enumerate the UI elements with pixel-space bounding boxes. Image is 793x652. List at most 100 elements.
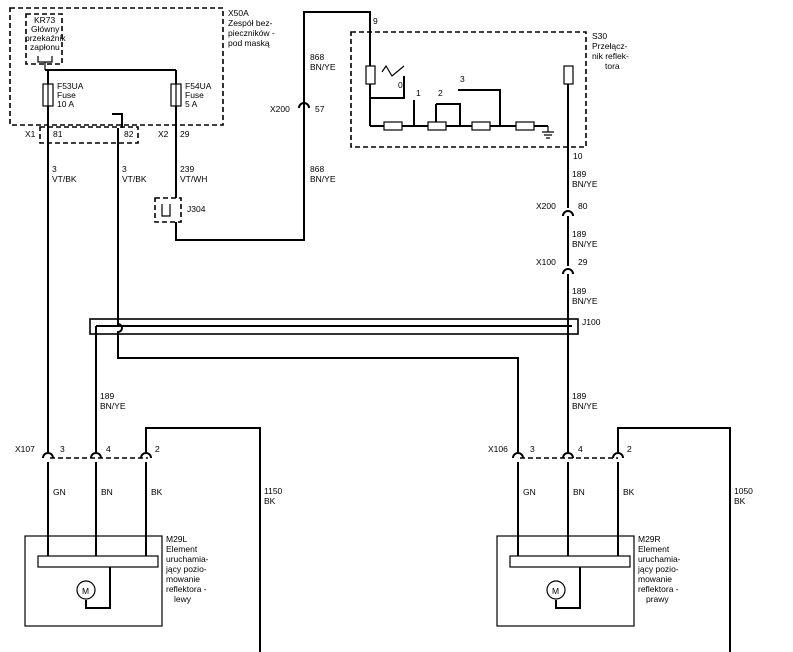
s30-id: S30 — [592, 31, 607, 41]
f53ua-rating: 10 A — [57, 99, 74, 109]
wire-1050-color: BK — [734, 496, 746, 506]
f54ua-id: F54UA — [185, 81, 212, 91]
s30-pos-3: 3 — [460, 74, 465, 84]
x200-right-connector — [562, 210, 574, 217]
m29r-motor-icon — [546, 580, 566, 600]
m29r-name-2: uruchamia- — [638, 554, 681, 564]
m29r-actuator — [496, 535, 635, 627]
s30-ground-icon — [542, 126, 554, 139]
j100-label: J100 — [582, 317, 601, 327]
kr73-contact-symbol — [37, 56, 53, 70]
wire-1150-ground — [145, 427, 261, 652]
x106-pin-3: 3 — [530, 444, 535, 454]
wire-1050-circuit: 1050 — [734, 486, 753, 496]
s30-input-resistor — [365, 65, 376, 85]
m29l-name-2: uruchamia- — [166, 554, 209, 564]
m29l-motor-icon — [76, 580, 96, 600]
x2-pin-29: 29 — [180, 129, 190, 139]
m29l-name-5: reflektora - — [166, 584, 207, 594]
wire-868-bottom-color: BN/YE — [310, 174, 336, 184]
wire-189-b-color: BN/YE — [572, 239, 598, 249]
x50a-module-border — [9, 7, 224, 126]
s30-pos-0: 0 — [398, 80, 403, 90]
x50a-name-1: Zespół bez- — [228, 18, 273, 28]
m29l-name-6: lewy — [174, 594, 192, 604]
right-wire-gn: GN — [523, 487, 536, 497]
wire-189-right-color: BN/YE — [572, 401, 598, 411]
x1-connector-pins-box — [39, 126, 139, 144]
x50a-name-3: pod maską — [228, 38, 270, 48]
x200-left-connector — [298, 102, 310, 109]
m29l-name-4: mowanie — [166, 574, 200, 584]
s30-taps — [413, 89, 501, 126]
wire-239-color: VT/WH — [180, 174, 207, 184]
j304-splice — [154, 197, 182, 223]
x107-pin-2: 2 — [155, 444, 160, 454]
m29r-name-3: jący pozio- — [637, 564, 679, 574]
wire-3-right-color: VT/BK — [122, 174, 147, 184]
x200-left-label: X200 — [270, 104, 290, 114]
s30-name-1: Przełącz- — [592, 41, 628, 51]
x107-pin-3: 3 — [60, 444, 65, 454]
kr73-id: KR73 — [34, 15, 56, 25]
wire-868 — [303, 11, 371, 112]
wire-189-b-circuit: 189 — [572, 229, 586, 239]
x106-pin-2: 2 — [627, 444, 632, 454]
x107-label: X107 — [15, 444, 35, 454]
x200-left-pin: 57 — [315, 104, 325, 114]
x2-label: X2 — [158, 129, 169, 139]
f54ua-rating: 5 A — [185, 99, 198, 109]
s30-name-3: tora — [605, 61, 620, 71]
x100-pin: 29 — [578, 257, 588, 267]
m29l-actuator — [24, 535, 163, 627]
s30-pin-9: 9 — [373, 16, 378, 26]
wire-3-right-circuit: 3 — [122, 164, 127, 174]
x107-pin-4: 4 — [106, 444, 111, 454]
wire-189-left-circuit: 189 — [100, 391, 114, 401]
m29l-name-3: jący pozio- — [165, 564, 207, 574]
left-wire-gn: GN — [53, 487, 66, 497]
m29r-name-4: mowanie — [638, 574, 672, 584]
s30-pos-2: 2 — [438, 88, 443, 98]
x50a-id: X50A — [228, 8, 249, 18]
right-wire-bk: BK — [623, 487, 635, 497]
m29l-motor-label: M — [82, 586, 89, 596]
x1-internal-jumper — [47, 106, 123, 128]
x1-pin-82: 82 — [124, 129, 134, 139]
j304-label: J304 — [187, 204, 206, 214]
wire-189-a-circuit: 189 — [572, 169, 586, 179]
x50a-name-2: pieczników - — [228, 28, 275, 38]
wire-868-bottom-circuit: 868 — [310, 164, 324, 174]
s30-name-2: nik reflek- — [592, 51, 629, 61]
kr73-name-3: zapłonu — [30, 42, 60, 52]
m29r-name-5: reflektora - — [638, 584, 679, 594]
f54ua-type: Fuse — [185, 90, 204, 100]
x100-label: X100 — [536, 257, 556, 267]
kr73-name-1: Główny — [31, 24, 60, 34]
s30-output-resistor — [563, 65, 574, 85]
m29r-name-6: prawy — [646, 594, 669, 604]
m29r-motor-label: M — [552, 586, 559, 596]
f53ua-type: Fuse — [57, 90, 76, 100]
wire-189-c-circuit: 189 — [572, 286, 586, 296]
wire-1150-circuit: 1150 — [264, 486, 283, 496]
wire-3-right — [117, 128, 519, 452]
wire-868-top-color: BN/YE — [310, 62, 336, 72]
right-wire-bn: BN — [573, 487, 585, 497]
s30-switch-border — [350, 31, 587, 148]
x100-connector — [562, 268, 574, 275]
wire-189-right-circuit: 189 — [572, 391, 586, 401]
wire-239-circuit: 239 — [180, 164, 194, 174]
x1-pin-81: 81 — [53, 129, 63, 139]
x106-label: X106 — [488, 444, 508, 454]
m29l-id: M29L — [166, 534, 188, 544]
f53ua-id: F53UA — [57, 81, 84, 91]
wire-3-left-color: VT/BK — [52, 174, 77, 184]
m29r-id: M29R — [638, 534, 661, 544]
s30-pin-10: 10 — [573, 151, 583, 161]
x200-right-pin: 80 — [578, 201, 588, 211]
fuse-bus — [45, 69, 177, 84]
wire-189-a-color: BN/YE — [572, 179, 598, 189]
wire-1150-color: BK — [264, 496, 276, 506]
